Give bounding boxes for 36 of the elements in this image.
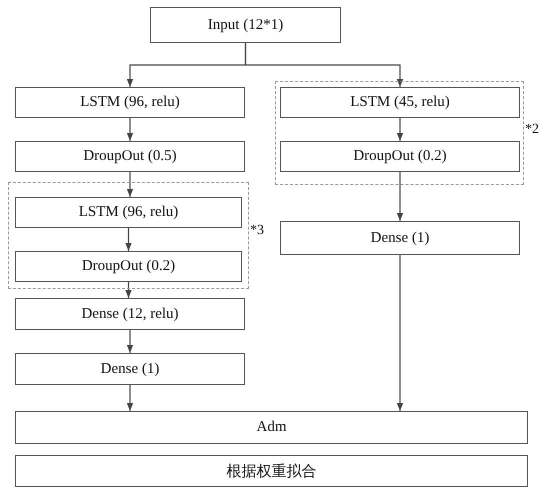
process-box <box>280 87 520 118</box>
arrow <box>126 330 134 353</box>
box-label: Adm <box>256 419 286 436</box>
arrow <box>244 43 404 87</box>
process-box <box>15 141 245 172</box>
process-box <box>15 455 528 487</box>
box-label: Dense (1) <box>370 230 430 246</box>
arrow <box>125 228 132 251</box>
box-label: LSTM (96, relu) <box>80 94 180 111</box>
process-box <box>280 141 520 172</box>
box-label: LSTM (45, relu) <box>350 94 450 111</box>
box-label: Input (12*1) <box>208 16 284 34</box>
box-label: DroupOut (0.2) <box>82 258 176 275</box>
group-note: *3 <box>250 223 264 239</box>
arrow <box>396 118 404 141</box>
arrow <box>396 255 404 411</box>
process-box <box>280 221 520 255</box>
process-box <box>15 353 245 385</box>
arrow <box>126 385 134 411</box>
group-note: *2 <box>525 122 539 138</box>
box-label: DroupOut (0.2) <box>353 148 447 165</box>
arrow <box>125 282 132 298</box>
process-box <box>15 411 528 444</box>
process-box <box>15 251 242 282</box>
box-label: Dense (1) <box>100 360 160 378</box>
arrow <box>126 172 134 197</box>
process-box <box>15 298 245 330</box>
box-label: DroupOut (0.5) <box>83 148 177 165</box>
process-box <box>15 197 242 228</box>
box-label: Dense (12, relu) <box>81 306 179 322</box>
process-box <box>150 7 341 43</box>
arrow <box>126 118 134 141</box>
box-label: LSTM (96, relu) <box>78 204 178 221</box>
arrow <box>396 172 404 221</box>
process-box <box>15 87 245 118</box>
box-label: 根据权重拟合 <box>226 462 316 480</box>
